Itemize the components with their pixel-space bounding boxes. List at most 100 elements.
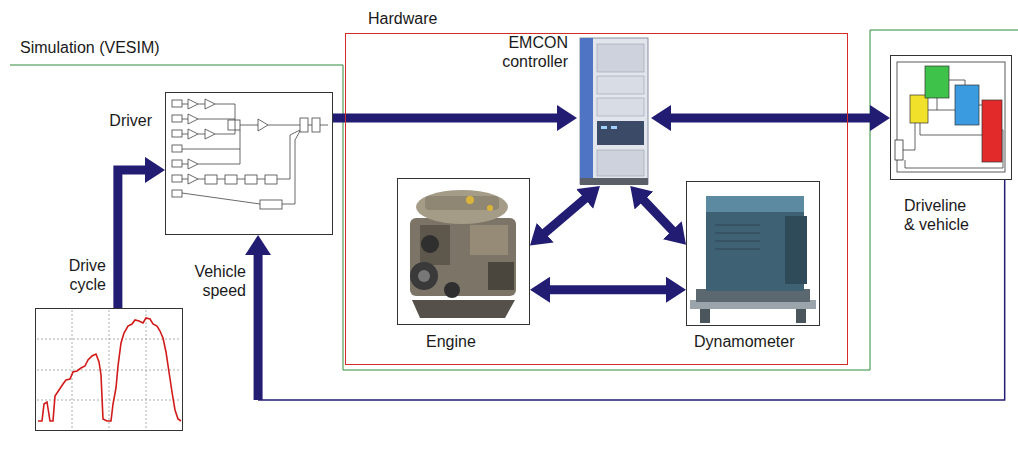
drive-cycle-chart xyxy=(37,310,181,429)
engine-picture xyxy=(410,190,516,318)
driver-block-diagram xyxy=(205,99,215,109)
driver-block-diagram xyxy=(265,175,277,184)
drive-cycle-chart xyxy=(146,310,147,429)
connector xyxy=(333,118,559,119)
driver-block-diagram xyxy=(228,120,240,130)
driver-block-diagram xyxy=(182,149,240,164)
driver-block-diagram xyxy=(172,190,182,197)
driveline-model xyxy=(895,140,903,160)
connector-line xyxy=(258,180,1005,400)
engine-picture xyxy=(488,262,514,290)
hardware-region: HardwareEMCON controllerEngineDynamomete… xyxy=(345,33,848,365)
engine-picture xyxy=(444,282,460,298)
driver-block-diagram xyxy=(308,125,328,126)
simulation-boundary xyxy=(10,30,1018,370)
signal-label: Vehicle speed xyxy=(184,262,246,300)
driver-block-diagram xyxy=(182,130,240,149)
engine-picture xyxy=(412,300,515,318)
dynamometer-picture xyxy=(715,225,760,249)
connector xyxy=(544,198,587,234)
drive-cycle-chart xyxy=(37,339,181,340)
drive-cycle-chart xyxy=(37,310,181,429)
driver-block-diagram xyxy=(172,130,182,137)
dynamometer-picture xyxy=(715,232,760,233)
emcon-cabinet xyxy=(580,38,648,184)
engine-picture xyxy=(420,225,450,265)
connector-arrow xyxy=(254,253,263,400)
emcon-cabinet xyxy=(597,98,644,116)
drive-cycle-chart xyxy=(37,400,181,401)
driver-block-diagram xyxy=(188,159,198,169)
engine-picture xyxy=(416,190,508,224)
drive-cycle-chart xyxy=(72,310,73,429)
drive-cycle-chart xyxy=(38,318,181,421)
emcon-cabinet xyxy=(597,76,644,94)
driver-block-diagram xyxy=(290,130,300,140)
dynamometer-picture xyxy=(715,240,760,241)
driver-block-diagram xyxy=(260,200,282,209)
engine-picture xyxy=(410,218,516,296)
driver-block-diagram xyxy=(182,179,205,180)
dynamometer-picture xyxy=(700,309,710,323)
drive-cycle-chart xyxy=(37,370,181,371)
driver-block-diagram xyxy=(205,129,215,139)
connector xyxy=(258,180,1005,400)
engine-picture xyxy=(470,225,508,255)
driver-block-diagram xyxy=(188,99,198,109)
region-label: Simulation (VESIM) xyxy=(20,38,190,57)
dynamometer-box: Dynamometer xyxy=(686,181,820,326)
engine-box: Engine xyxy=(397,178,530,325)
driveline-model xyxy=(925,66,949,98)
emcon-cabinet xyxy=(597,121,644,145)
driveline-box: Driveline & vehicle xyxy=(890,55,1012,180)
connector-arrow xyxy=(643,199,674,232)
driver-block-diagram xyxy=(188,174,198,184)
driver-block-diagram xyxy=(172,100,182,107)
emcon-cabinet xyxy=(580,38,648,185)
driveline-model xyxy=(979,105,982,106)
controller-box: EMCON controller xyxy=(577,36,651,186)
driver-block-diagram xyxy=(172,115,182,122)
driver-block-diagram xyxy=(258,119,268,131)
node-label: Engine xyxy=(426,332,506,351)
emcon-cabinet xyxy=(597,150,644,176)
engine-picture xyxy=(425,196,499,210)
driver-box: Driver xyxy=(165,92,333,235)
driveline-model xyxy=(982,100,1002,162)
node-label: Dynamometer xyxy=(694,332,824,351)
dynamometer-picture xyxy=(796,309,806,323)
driveline-model xyxy=(937,98,938,110)
emcon-cabinet xyxy=(597,44,644,72)
driveline-model xyxy=(928,110,955,111)
driver-block-diagram xyxy=(182,104,235,125)
driver-block-diagram xyxy=(245,175,257,184)
node-label: EMCON controller xyxy=(484,33,568,71)
connector xyxy=(118,170,147,308)
dynamometer-picture xyxy=(715,224,760,225)
driver-block-diagram xyxy=(182,125,235,134)
driver-block-diagram xyxy=(172,160,182,167)
driveline-model xyxy=(955,85,979,125)
connector xyxy=(643,199,674,232)
connector-arrow xyxy=(548,285,668,294)
engine-picture xyxy=(466,196,474,204)
node-label: Driveline & vehicle xyxy=(904,196,976,234)
engine-picture xyxy=(410,262,438,290)
emcon-cabinet xyxy=(580,178,648,185)
driver-block-diagram xyxy=(188,114,198,124)
engine-picture xyxy=(421,235,439,253)
engine-picture xyxy=(487,205,493,211)
driver-block-diagram xyxy=(188,129,198,139)
driver-block-diagram xyxy=(182,119,235,120)
emcon-cabinet xyxy=(611,126,617,129)
connector-arrow xyxy=(669,114,872,123)
dynamometer-picture xyxy=(715,248,760,249)
drive-cycle-chart xyxy=(109,310,110,429)
driver-block-diagram xyxy=(312,118,320,132)
driver-block-diagram xyxy=(205,175,217,184)
node-label: Drive cycle xyxy=(56,256,106,294)
engine-picture xyxy=(418,270,430,282)
driver-block-diagram xyxy=(300,118,308,132)
